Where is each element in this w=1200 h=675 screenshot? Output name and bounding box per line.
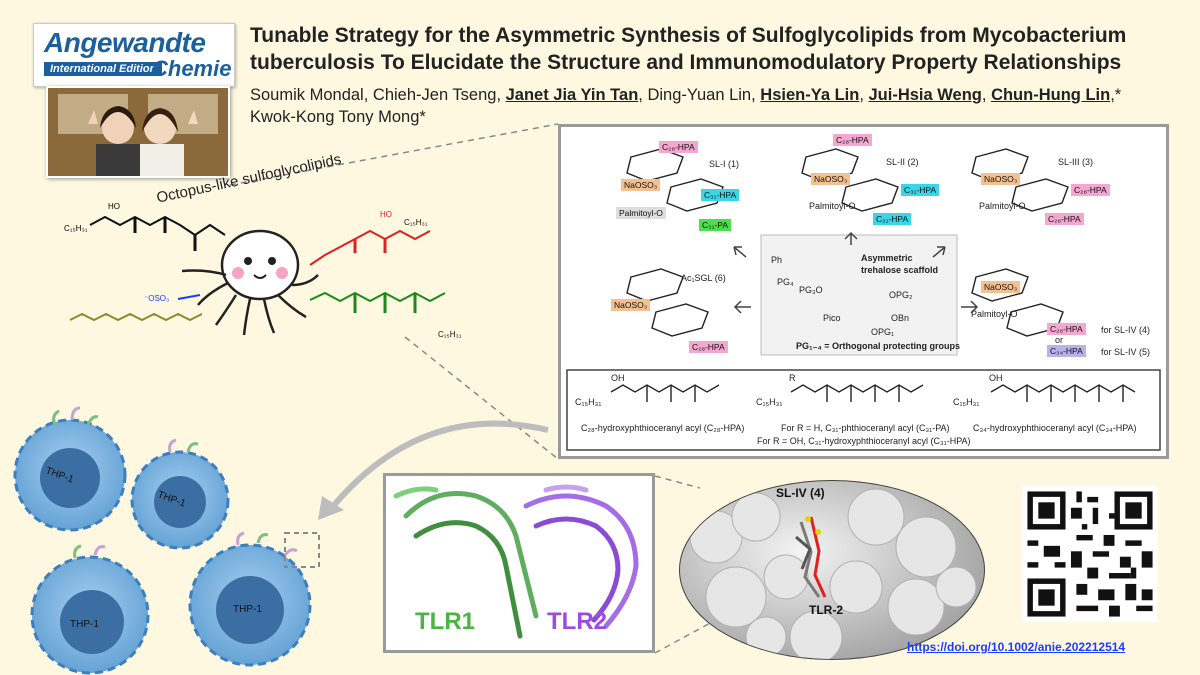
scaffold-ph: Ph	[771, 255, 783, 265]
c15-green-label: C₁₅H₃₁	[438, 330, 462, 339]
tlr1-label: TLR1	[415, 608, 475, 635]
sl3-name: SL-III (3)	[1058, 157, 1094, 167]
journal-name-line2: Chemie	[152, 56, 232, 81]
author-separator: ,	[363, 86, 373, 104]
author-name: Ding-Yuan Lin	[647, 86, 752, 104]
tlr-dimer-panel	[383, 473, 655, 653]
journal-edition: International Edition	[44, 62, 163, 76]
qr-code[interactable]	[1022, 486, 1158, 622]
sl2-palmitoyl: Palmitoyl-O	[809, 201, 856, 211]
acyl-c31hpa-def: For R = OH, C₃₁-hydroxyphthioceranyl acy…	[757, 436, 971, 446]
acyl-oh-3: OH	[989, 373, 1003, 383]
sl1-sulfate: NaOSO₃	[621, 179, 661, 191]
author-name: Soumik Mondal	[250, 86, 364, 104]
author-separator: ,*	[1110, 86, 1122, 104]
scheme-structures	[566, 148, 1161, 451]
scaffold-pg1: OPG₁	[871, 327, 895, 337]
acyl-c34-def: C₃₄-hydroxyphthioceranyl acyl (C₃₄-HPA)	[973, 423, 1137, 433]
oh-label: HO	[108, 202, 120, 211]
sl45-acyl-b: C₃₄-HPA	[1047, 345, 1086, 357]
docking-view	[679, 480, 985, 660]
sl2-mid-acyl: C₃₁-HPA	[901, 184, 940, 196]
sl1-palmitoyl: Palmitoyl-O	[616, 207, 666, 219]
author-name: Janet Jia Yin Tan	[505, 86, 639, 104]
ac1-sulfate: NaOSO₃	[611, 299, 651, 311]
sl45-acyl-a-for: for SL-IV (4)	[1101, 325, 1151, 335]
synthesis-scheme-panel: C₂₈-HPA SL-I (1) NaOSO₃ C₃₁-HPA Palmitoy…	[558, 124, 1169, 459]
scaffold-title-1: Asymmetric	[861, 253, 913, 263]
sl45-palmitoyl: Palmitoyl-O	[971, 309, 1018, 319]
author-separator: ,	[981, 86, 992, 104]
acyl-c28-def: C₂₈-hydroxyphthioceranyl acyl (C₂₈-HPA)	[581, 423, 745, 433]
sl3-palmitoyl: Palmitoyl-O	[979, 201, 1026, 211]
cell-label-3: THP-1	[70, 619, 99, 630]
oh-red-label: HO	[380, 210, 392, 219]
author-separator: *	[419, 108, 426, 126]
doi-link[interactable]: https://doi.org/10.1002/anie.202212514	[907, 640, 1126, 654]
journal-logo: Angewandte International Edition Chemie	[33, 23, 235, 87]
ac1-bot-acyl: C₂₈-HPA	[689, 341, 728, 353]
sl45-or: or	[1055, 335, 1064, 345]
scaffold-pg2: OPG₂	[889, 290, 913, 300]
author-photo	[46, 86, 230, 178]
scaffold-pg3: PG₃O	[799, 285, 823, 295]
scaffold-obn: OBn	[891, 313, 910, 323]
scaffold-pg-note: PG₁₋₄ = Orthogonal protecting groups	[796, 341, 961, 351]
c15-label: C₁₅H₃₁	[64, 224, 88, 233]
sl3-mid-acyl: C₂₈-HPA	[1071, 184, 1110, 196]
thp1-cells	[13, 406, 320, 675]
sl1-name: SL-I (1)	[709, 159, 740, 169]
author-name: Chieh-Jen Tseng	[372, 86, 497, 104]
sl45-sulfate: NaOSO₃	[981, 281, 1021, 293]
acyl-r: R	[789, 373, 796, 383]
sl2-top-acyl: C₂₈-HPA	[833, 134, 872, 146]
scaffold-pg4: PG₄	[777, 277, 794, 287]
acyl-c15-3: C₁₅H₃₁	[953, 397, 980, 407]
sl2-sulfate: NaOSO₃	[811, 173, 851, 185]
scaffold-pico: Pico	[823, 313, 841, 323]
sulfate-label: ⁻OSO₃	[144, 294, 169, 303]
octopus-illustration: HO C₁₅H₃₁ HO C₁₅H₃₁ ⁻OSO₃ C₁₅H₃₁	[64, 202, 462, 339]
c15-red-label: C₁₅H₃₁	[404, 218, 428, 227]
author-name: Kwok-Kong Tony Mong	[250, 108, 420, 126]
tlr2-label: TLR2	[547, 608, 607, 635]
sl1-mid-acyl: C₃₁-HPA	[701, 189, 740, 201]
ac1-name: Ac₁SGL (6)	[681, 273, 726, 283]
author-separator: ,	[859, 86, 869, 104]
acyl-c15-1: C₁₅H₃₁	[575, 397, 602, 407]
author-name: Hsien-Ya Lin	[760, 86, 860, 104]
sl2-bot-acyl: C₃₁-HPA	[873, 213, 912, 225]
author-list: Soumik Mondal, Chieh-Jen Tseng, Janet Ji…	[250, 84, 1170, 128]
sl3-bot-acyl: C₂₈-HPA	[1045, 213, 1084, 225]
acyl-c15-2: C₁₅H₃₁	[756, 397, 783, 407]
docking-ligand-label: SL-IV (4)	[776, 486, 825, 500]
sl3-sulfate: NaOSO₃	[981, 173, 1021, 185]
journal-name-line1: Angewandte	[44, 27, 206, 58]
sl1-bot-acyl: C₃₁-PA	[699, 219, 732, 231]
author-separator: ,	[496, 86, 506, 104]
author-separator: ,	[638, 86, 648, 104]
sl1-top-acyl: C₂₈-HPA	[659, 141, 698, 153]
author-name: Jui-Hsia Weng	[868, 86, 982, 104]
author-name: Chun-Hung Lin	[991, 86, 1111, 104]
sl45-acyl-a: C₂₈-HPA	[1047, 323, 1086, 335]
cell-1	[13, 418, 127, 532]
cell-3	[30, 555, 150, 675]
sl45-acyl-b-for: for SL-IV (5)	[1101, 347, 1151, 357]
acyl-c31pa-def: For R = H, C₃₁-phthioceranyl acyl (C₃₁-P…	[781, 423, 950, 433]
acyl-oh-1: OH	[611, 373, 625, 383]
cell-label-4: THP-1	[233, 604, 262, 615]
article-title: Tunable Strategy for the Asymmetric Synt…	[250, 24, 1127, 74]
sl2-name: SL-II (2)	[886, 157, 919, 167]
scaffold-title-2: trehalose scaffold	[861, 265, 939, 275]
author-separator: ,	[751, 86, 761, 104]
docking-receptor-label: TLR-2	[809, 603, 843, 617]
cell-4	[188, 543, 312, 667]
cell-2	[130, 450, 230, 550]
